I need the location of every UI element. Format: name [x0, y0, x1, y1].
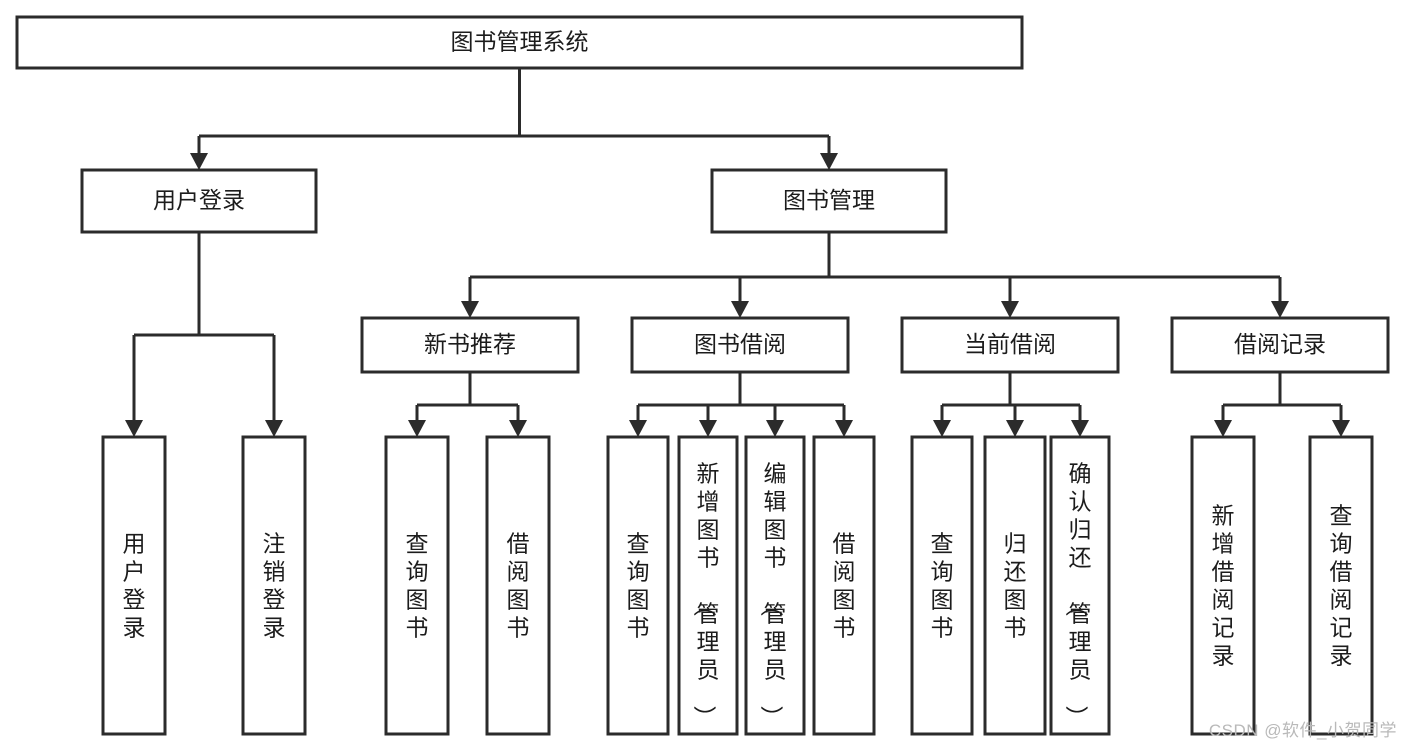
node-label: 借阅图书 [833, 531, 856, 641]
arrow-head-icon [629, 420, 647, 437]
node-box[interactable] [812, 435, 876, 736]
node-label: 查询图书 [627, 531, 650, 641]
node-label: 注销登录 [263, 531, 286, 641]
node-box[interactable] [241, 435, 307, 736]
node-box[interactable] [1308, 435, 1374, 736]
node-box[interactable] [1049, 435, 1111, 736]
connectors-layer [125, 68, 1350, 437]
arrow-head-icon [1214, 420, 1232, 437]
node-label: 借阅图书 [507, 531, 530, 641]
node-box[interactable] [910, 435, 974, 736]
node-label: 图书借阅 [694, 331, 786, 357]
arrow-head-icon [1006, 420, 1024, 437]
arrow-head-icon [125, 420, 143, 437]
node-box[interactable] [15, 15, 1024, 70]
node-box[interactable] [900, 316, 1120, 374]
node-leaf-用户登录[interactable]: 用户登录 [101, 435, 167, 736]
node-label: 归还图书 [1004, 531, 1027, 641]
node-box[interactable] [710, 168, 948, 234]
arrow-head-icon [1071, 420, 1089, 437]
arrow-head-icon [1332, 420, 1350, 437]
arrow-head-icon [1001, 301, 1019, 318]
node-leaf-新增借阅记录[interactable]: 新增借阅记录 [1190, 435, 1256, 736]
nodes-layer: 图书管理系统用户登录图书管理新书推荐图书借阅当前借阅借阅记录用户登录注销登录查询… [15, 15, 1390, 736]
arrow-head-icon [265, 420, 283, 437]
node-leaf-归还图书[interactable]: 归还图书 [983, 435, 1047, 736]
arrow-head-icon [835, 420, 853, 437]
node-box[interactable] [744, 435, 806, 736]
node-label: 编辑图书（管理员） [759, 461, 787, 729]
arrow-head-icon [509, 420, 527, 437]
node-box[interactable] [360, 316, 580, 374]
node-label: 新增借阅记录 [1212, 503, 1235, 669]
arrow-head-icon [461, 301, 479, 318]
node-box[interactable] [384, 435, 450, 736]
node-label: 图书管理 [783, 187, 875, 213]
node-leaf-注销登录[interactable]: 注销登录 [241, 435, 307, 736]
node-box[interactable] [677, 435, 739, 736]
node-leaf-查询图书[interactable]: 查询图书 [384, 435, 450, 736]
node-level3-新书推荐[interactable]: 新书推荐 [360, 316, 580, 374]
arrow-head-icon [408, 420, 426, 437]
arrow-head-icon [933, 420, 951, 437]
arrow-head-icon [1271, 301, 1289, 318]
node-box[interactable] [1190, 435, 1256, 736]
node-box[interactable] [485, 435, 551, 736]
node-box[interactable] [101, 435, 167, 736]
node-label: 确认归还（管理员） [1064, 461, 1092, 729]
node-box[interactable] [80, 168, 318, 234]
node-label: 查询借阅记录 [1330, 503, 1353, 669]
arrow-head-icon [699, 420, 717, 437]
node-box[interactable] [630, 316, 850, 374]
node-label: 用户登录 [153, 187, 245, 213]
node-box[interactable] [983, 435, 1047, 736]
arrow-head-icon [190, 153, 208, 170]
node-box[interactable] [1170, 316, 1390, 374]
node-label: 当前借阅 [964, 331, 1056, 357]
node-label: 借阅记录 [1234, 331, 1326, 357]
node-label: 查询图书 [931, 531, 954, 641]
node-label: 图书管理系统 [451, 29, 589, 55]
node-level2-用户登录[interactable]: 用户登录 [80, 168, 318, 234]
node-leaf-确认归还管理员[interactable]: 确认归还（管理员） [1049, 435, 1111, 736]
node-label: 用户登录 [123, 531, 146, 641]
node-leaf-查询借阅记录[interactable]: 查询借阅记录 [1308, 435, 1374, 736]
node-leaf-借阅图书[interactable]: 借阅图书 [485, 435, 551, 736]
node-root-图书管理系统[interactable]: 图书管理系统 [15, 15, 1024, 70]
node-leaf-新增图书管理员[interactable]: 新增图书（管理员） [677, 435, 739, 736]
node-label: 新增图书（管理员） [692, 461, 720, 729]
arrow-head-icon [820, 153, 838, 170]
node-level3-当前借阅[interactable]: 当前借阅 [900, 316, 1120, 374]
node-label: 新书推荐 [424, 331, 516, 357]
watermark-text: CSDN @软件_小贺同学 [1208, 721, 1397, 740]
node-leaf-借阅图书[interactable]: 借阅图书 [812, 435, 876, 736]
arrow-head-icon [731, 301, 749, 318]
node-leaf-查询图书[interactable]: 查询图书 [910, 435, 974, 736]
node-level3-图书借阅[interactable]: 图书借阅 [630, 316, 850, 374]
node-box[interactable] [606, 435, 670, 736]
node-level2-图书管理[interactable]: 图书管理 [710, 168, 948, 234]
arrow-head-icon [766, 420, 784, 437]
node-label: 查询图书 [406, 531, 429, 641]
node-leaf-查询图书[interactable]: 查询图书 [606, 435, 670, 736]
node-leaf-编辑图书管理员[interactable]: 编辑图书（管理员） [744, 435, 806, 736]
node-level3-借阅记录[interactable]: 借阅记录 [1170, 316, 1390, 374]
